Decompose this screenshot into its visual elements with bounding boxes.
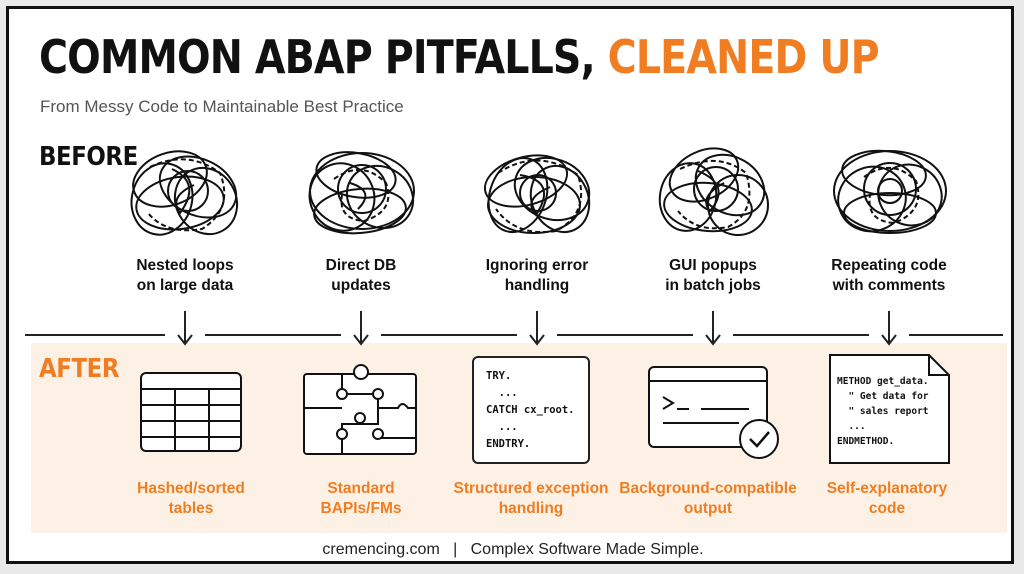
title-main: COMMON ABAP PITFALLS,	[39, 30, 596, 84]
tangled-scribble-icon	[308, 151, 415, 235]
after-section-label: AFTER	[39, 354, 119, 384]
page-title: COMMON ABAP PITFALLS, CLEANED UP	[39, 29, 880, 85]
footer: cremencing.com | Complex Software Made S…	[9, 541, 1017, 559]
title-accent: CLEANED UP	[607, 30, 880, 84]
before-section-label: BEFORE	[39, 142, 138, 172]
arrow-down-icon	[529, 311, 545, 346]
divider-line	[557, 334, 693, 336]
arrow-down-icon	[177, 311, 193, 346]
tangled-scribble-icon	[483, 154, 591, 234]
divider-line	[25, 334, 165, 336]
footer-separator: |	[453, 541, 458, 558]
code-document-icon	[829, 354, 950, 464]
footer-tagline: Complex Software Made Simple.	[470, 541, 704, 558]
divider-line	[733, 334, 869, 336]
page-subtitle: From Messy Code to Maintainable Best Pra…	[40, 97, 404, 116]
tangled-scribble-icon	[833, 149, 947, 234]
divider-line	[205, 334, 341, 336]
footer-site: cremencing.com	[322, 541, 440, 558]
tangled-scribble-icon	[658, 147, 769, 236]
code-window-icon: TRY. ... CATCH cx_root. ... ENDTRY.	[472, 356, 590, 464]
arrow-down-icon	[705, 311, 721, 346]
puzzle-circuit-icon	[303, 364, 417, 455]
table-grid-icon	[140, 372, 242, 452]
arrow-down-icon	[353, 311, 369, 346]
divider-line	[381, 334, 517, 336]
tangled-scribble-icon	[130, 150, 239, 236]
divider-line	[909, 334, 1003, 336]
code-document-text: METHOD get_data. " Get data for " sales …	[837, 376, 929, 447]
terminal-check-icon	[648, 366, 779, 459]
infographic-frame: COMMON ABAP PITFALLS, CLEANED UP From Me…	[6, 6, 1014, 564]
arrow-down-icon	[881, 311, 897, 346]
